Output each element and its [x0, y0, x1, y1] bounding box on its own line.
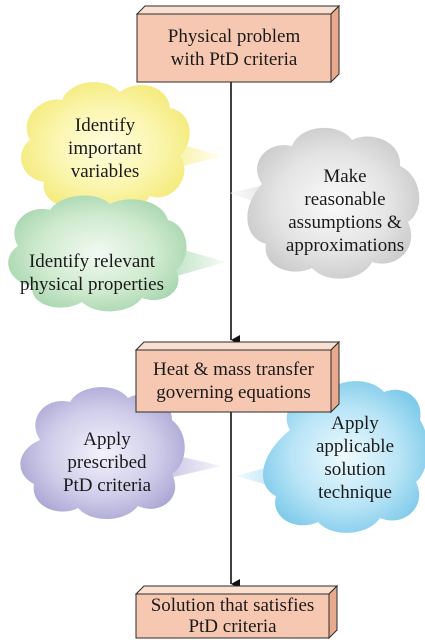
- cloud-make-assumptions: [230, 127, 420, 279]
- cloud-identify-variables: [21, 82, 222, 212]
- cloud-body: [20, 387, 185, 520]
- box-side-face: [330, 340, 340, 414]
- box-front-face: [136, 13, 332, 83]
- box-physical-problem-label: Physical problem with PtD criteria: [137, 14, 331, 82]
- box-line: with PtD criteria: [170, 49, 298, 70]
- cloud-apply-prescribed-label: Apply prescribed PtD criteria: [42, 428, 172, 497]
- cloud-make-assumptions-label: Make reasonable assumptions & approximat…: [270, 165, 420, 257]
- cloud-line: variables: [70, 161, 140, 182]
- box-physical-problem: [135, 4, 341, 84]
- cloud-identify-variables-label: Identify important variables: [40, 114, 170, 183]
- cloud-line: solution: [324, 459, 386, 480]
- box-side-face: [330, 4, 340, 84]
- box-line: governing equations: [156, 382, 311, 403]
- cloud-line: prescribed: [67, 452, 147, 473]
- box-top-face: [135, 5, 341, 15]
- cloud-body: [263, 381, 425, 533]
- cloud-line: assumptions &: [288, 212, 402, 233]
- box-line: PtD criteria: [188, 616, 277, 637]
- cloud-line: Apply: [331, 413, 379, 434]
- cloud-apply-prescribed: [20, 387, 222, 520]
- cloud-body: [247, 127, 420, 279]
- cloud-line: Apply: [83, 429, 131, 450]
- box-line: Solution that satisfies: [150, 595, 315, 616]
- box-solution: [134, 584, 339, 640]
- cloud-line: physical properties: [19, 274, 165, 295]
- cloud-body: [8, 195, 187, 312]
- cloud-line: Make: [323, 166, 367, 187]
- cloud-line: approximations: [285, 235, 405, 256]
- cloud-identify-properties-label: Identify relevant physical properties: [2, 250, 182, 296]
- cloud-line: PtD criteria: [62, 475, 152, 496]
- cloud-apply-technique-label: Apply applicable solution technique: [296, 412, 414, 504]
- cloud-apply-technique: [236, 381, 425, 533]
- box-front-face: [135, 593, 330, 639]
- box-top-face: [134, 341, 341, 351]
- cloud-line: reasonable: [304, 189, 386, 210]
- box-front-face: [135, 349, 332, 413]
- box-solution-label: Solution that satisfies PtD criteria: [136, 594, 329, 638]
- box-governing-equations-label: Heat & mass transfer governing equations: [136, 350, 331, 412]
- box-governing-equations: [134, 340, 341, 414]
- cloud-line: applicable: [315, 436, 395, 457]
- box-line: Heat & mass transfer: [153, 359, 314, 380]
- cloud-line: technique: [318, 482, 392, 503]
- box-top-face: [134, 585, 339, 595]
- cloud-line: Identify: [74, 115, 136, 136]
- cloud-identify-properties: [8, 195, 226, 312]
- cloud-body: [21, 82, 190, 212]
- box-line: Physical problem: [167, 26, 301, 47]
- cloud-line: Identify relevant: [28, 251, 156, 272]
- box-side-face: [328, 584, 338, 640]
- cloud-line: important: [68, 138, 142, 159]
